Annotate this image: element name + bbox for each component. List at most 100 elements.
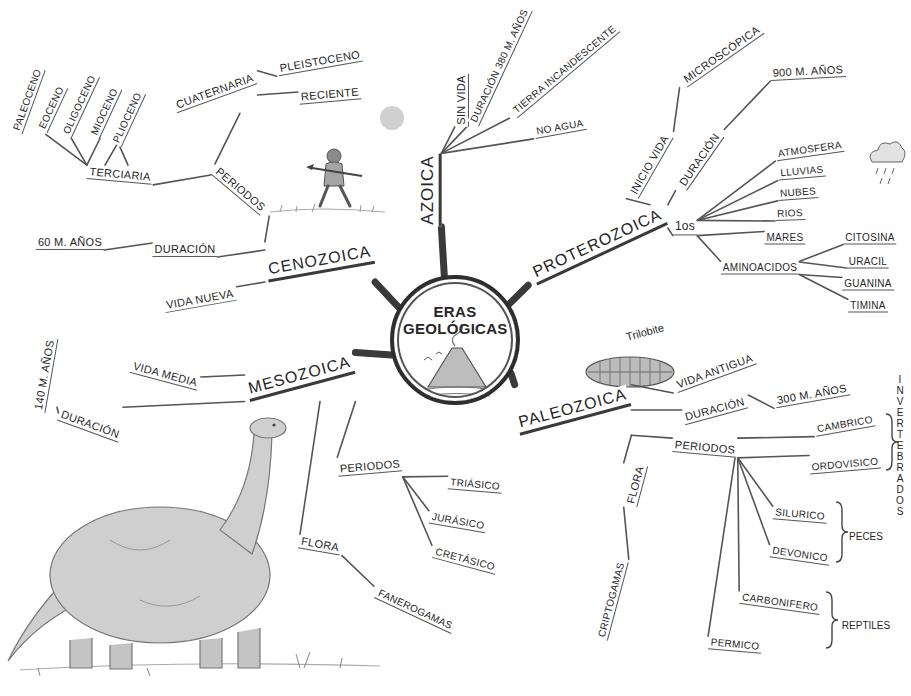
branch-topic: ORDOVISICO (809, 455, 881, 474)
topic-text: MICROSCÓPICA (681, 23, 761, 84)
topic-text: TRIÁSICO (450, 476, 500, 491)
branch-line (626, 199, 650, 205)
branch-line (697, 232, 764, 236)
topic-text: 1os (675, 220, 695, 233)
topic-text: CITOSINA (845, 232, 894, 243)
branch-line (57, 407, 58, 413)
trilobite-picture (586, 357, 674, 387)
branch-line (46, 134, 87, 165)
topic-text: TIERRA INCANDESCENTE (511, 23, 618, 115)
topic-text: SILURICO (775, 506, 825, 521)
branch-topic: 900 M. AÑOS (770, 63, 845, 81)
topic-text: TIMINA (850, 300, 886, 311)
branch-topic: CRIPTOGAMAS (595, 559, 629, 641)
branch-topic: FANEROGAMAS (374, 586, 456, 634)
branch-topic: DEVONICO (770, 544, 831, 565)
topic-text: GUANINA (844, 278, 892, 289)
branch-line (624, 507, 629, 559)
branch-line (674, 88, 680, 132)
branch-topic: GUANINA (842, 278, 894, 291)
branch-line (300, 402, 320, 535)
branch-topic: PERIODOS (672, 438, 737, 458)
branch-topic: CITOSINA (843, 232, 896, 245)
topic-text: VIDA ANTIGUA (675, 352, 754, 391)
group-label: PECES (849, 531, 883, 542)
branch-line (631, 385, 673, 393)
topic-text: SIN VIDA (455, 75, 467, 124)
topic-text: DURACIÓN (154, 243, 215, 255)
branch-topic: DURACIÓN (676, 129, 725, 190)
branch-line (799, 275, 848, 300)
branch-line (120, 147, 128, 165)
trilobite-body (586, 357, 674, 387)
grass-marks (38, 652, 342, 676)
caveman-legs (320, 186, 350, 206)
branch-line (258, 71, 277, 77)
topic-text: TERCIARIA (89, 165, 151, 182)
branch-line (403, 475, 448, 477)
branch-topic: NUBES (778, 185, 819, 201)
era-branch: CENOZOICA (265, 242, 375, 282)
group-label: INVERTEBRADOS (896, 374, 904, 517)
branch-topic: DURACIÓN (682, 395, 749, 425)
branch-topic: 300 M. AÑOS (774, 382, 850, 409)
topic-text: JURÁSICO (431, 511, 485, 531)
branch-line (104, 243, 152, 250)
branch-topic: NO AGUA (533, 117, 586, 139)
branch-topic: JURÁSICO (429, 511, 487, 534)
ground-line (270, 209, 385, 212)
branch-topic: PERIODOS (337, 457, 402, 477)
main-branch (441, 227, 444, 276)
rock-strata (420, 387, 494, 396)
era-branch: MESOZOICA (245, 352, 356, 401)
branch-line (748, 395, 774, 408)
topic-text: DEVONICO (772, 545, 829, 564)
branch-line (153, 175, 211, 185)
main-branch (375, 282, 399, 307)
branch-line (724, 81, 770, 129)
branch-line (215, 113, 240, 164)
branch-line (697, 181, 778, 221)
topic-text: FLORA (624, 465, 646, 505)
branch-topic: LLUVIAS (778, 163, 826, 180)
branch-line (218, 250, 265, 257)
topic-text: VIDA MEDIA (132, 360, 199, 389)
branch-line (738, 437, 814, 439)
branch-topic: PERMICO (708, 636, 762, 654)
topic-text: FLORA (300, 535, 340, 554)
topic-text: CARBONIFERO (741, 591, 818, 613)
branch-topic: URACIL (847, 256, 889, 269)
branch-topic: 1os (673, 220, 697, 235)
topic-text: VIDA NUEVA (165, 287, 234, 311)
branch-line (265, 216, 269, 242)
dinosaur-shading (110, 540, 200, 606)
branch-line (342, 556, 374, 587)
spear-tip (306, 164, 314, 170)
branch-topic: INICIO VIDA (626, 131, 673, 198)
bird-marks (424, 352, 442, 360)
topic-text: PERIODOS (339, 457, 400, 474)
caveman-head (327, 149, 341, 163)
branch-topic: AMINOACIDOS (721, 262, 799, 275)
caveman-picture (270, 149, 385, 212)
topic-text: RECIENTE (300, 85, 359, 102)
branch-topic: PERIODOS (211, 164, 269, 216)
branch-topic: DURACIÓN (152, 243, 217, 257)
topic-text: FANEROGAMAS (377, 587, 455, 631)
branch-topic: TERCIARIA (87, 165, 153, 185)
bracket (836, 502, 848, 562)
main-branch (355, 352, 391, 355)
branch-topic: VIDA ANTIGUA (673, 351, 757, 393)
branch-line (738, 458, 770, 545)
topic-text: NUBES (780, 185, 817, 198)
main-branch (509, 285, 528, 304)
topic-text: AMINOACIDOS (723, 262, 797, 273)
topic-text: NO AGUA (535, 117, 584, 136)
branch-line (87, 138, 100, 165)
branch-line (799, 262, 847, 268)
branch-topic: VIDA NUEVA (163, 287, 237, 313)
branch-line (237, 282, 265, 287)
topic-text: ORDOVISICO (811, 456, 879, 473)
era-branch: PROTEROZOICA (528, 205, 668, 285)
